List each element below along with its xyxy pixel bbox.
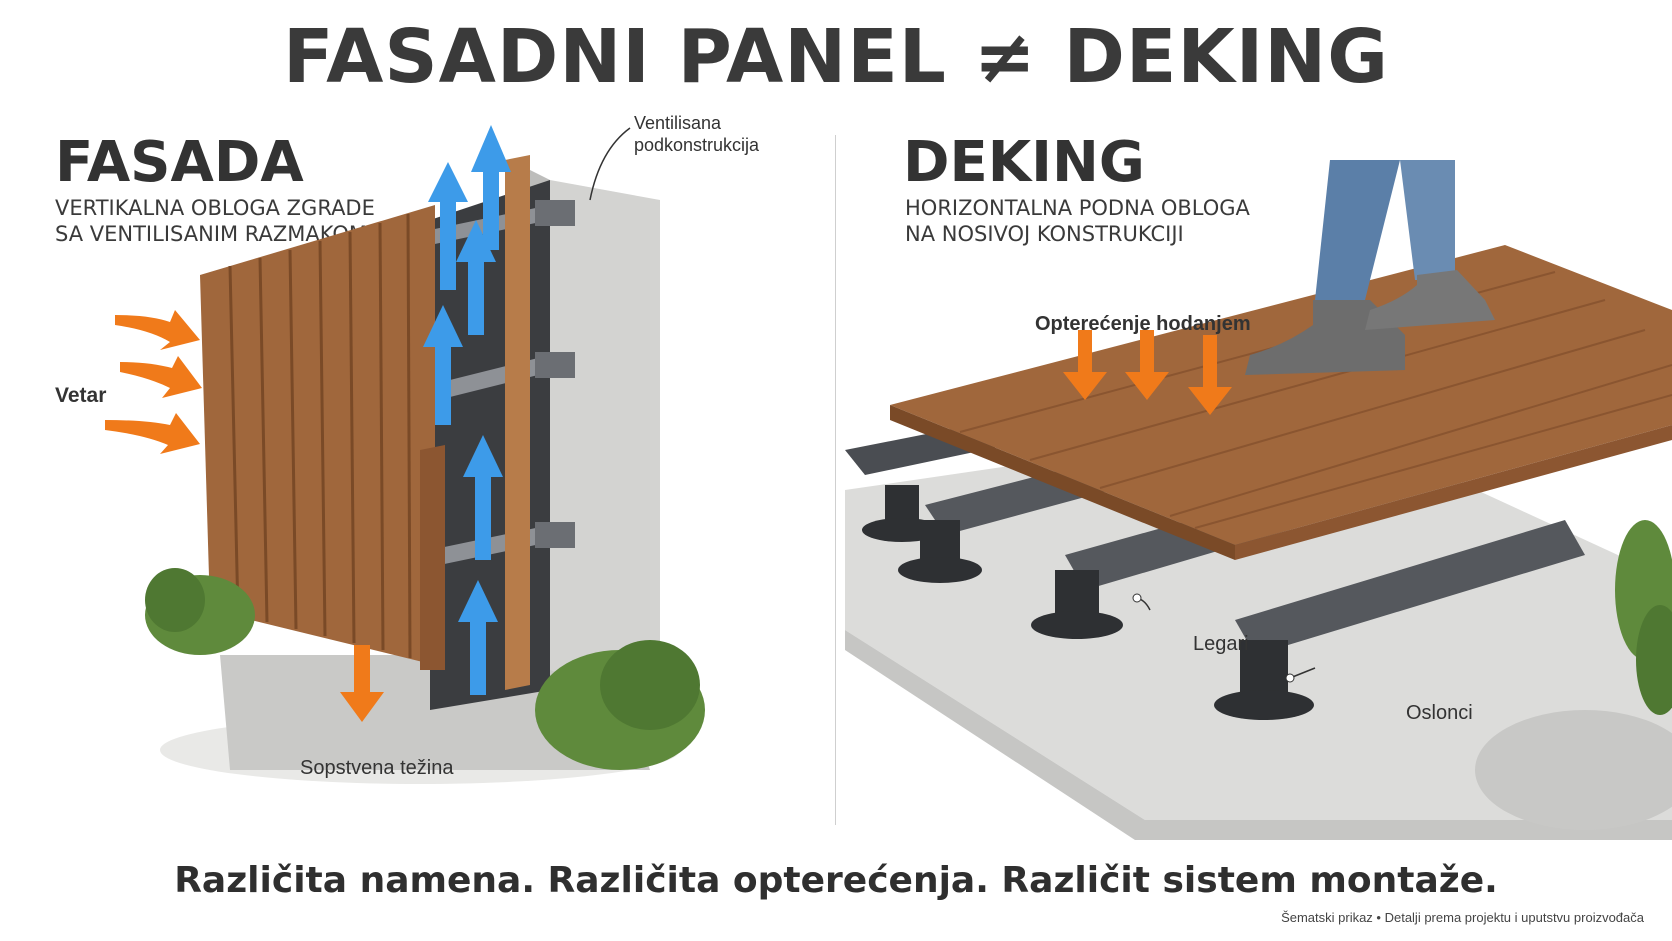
label-ventilated-substructure: Ventilisana podkonstrukcija: [634, 112, 759, 156]
vent-leader-line: [589, 127, 631, 201]
decking-subtitle-line2: NA NOSIVOJ KONSTRUKCIJI: [905, 222, 1184, 246]
label-vent-line2: podkonstrukcija: [634, 135, 760, 155]
label-self-weight: Sopstvena težina: [300, 757, 454, 779]
label-wind: Vetar: [55, 384, 107, 407]
pedestals: [862, 485, 1314, 720]
label-vent-line1: Ventilisana: [634, 113, 722, 133]
label-walking-load: Opterećenje hodanjem: [1035, 313, 1251, 335]
section-divider: [835, 135, 836, 825]
airflow-arrow: [428, 162, 468, 290]
pedestal: [1214, 640, 1314, 720]
wall-brackets: [535, 200, 575, 548]
decking-subtitle-line1: HORIZONTALNA PODNA OBLOGA: [905, 196, 1250, 220]
footnote: Šematski prikaz • Detalji prema projektu…: [1281, 910, 1644, 925]
airflow-arrows: [423, 125, 511, 695]
airflow-arrow: [463, 435, 503, 560]
wind-arrow: [115, 310, 200, 350]
load-arrow: [1188, 335, 1232, 415]
decking-subtitle: HORIZONTALNA PODNA OBLOGA NA NOSIVOJ KON…: [905, 195, 1250, 247]
concrete-wall: [550, 180, 660, 710]
shrub-left: [145, 568, 255, 655]
pedestal: [898, 520, 982, 583]
plant-right: [1615, 520, 1672, 715]
load-arrows: [1063, 330, 1232, 415]
vertical-batten: [505, 155, 530, 690]
wind-arrows: [105, 310, 202, 454]
pedestal: [1031, 570, 1123, 639]
gravel-right: [1475, 710, 1672, 830]
airflow-arrow: [456, 220, 496, 335]
facade-subtitle-line1: VERTIKALNA OBLOGA ZGRADE: [55, 196, 375, 220]
weight-arrow: [340, 645, 384, 722]
wood-panels: [200, 205, 445, 670]
airflow-arrow: [471, 125, 511, 250]
tagline: Različita namena. Različita opterećenja.…: [174, 860, 1498, 901]
shrub-right: [535, 640, 705, 770]
label-supports: Oslonci: [1406, 702, 1473, 724]
wind-arrow: [120, 356, 202, 398]
decking-illustration: [845, 160, 1672, 840]
load-arrow: [1125, 330, 1169, 400]
facade-illustration: [105, 125, 705, 784]
decking-heading: DEKING: [903, 130, 1145, 195]
airflow-arrow: [458, 580, 498, 695]
concrete-slab-edge: [845, 630, 1672, 840]
wind-arrow: [105, 413, 200, 454]
facade-heading: FASADA: [55, 130, 304, 195]
page-title: FASADNI PANEL ≠ DEKING: [283, 14, 1389, 100]
walking-person: [1245, 160, 1495, 375]
airflow-arrow: [423, 305, 463, 425]
label-joists: Legari: [1193, 633, 1249, 655]
load-arrow: [1063, 330, 1107, 400]
